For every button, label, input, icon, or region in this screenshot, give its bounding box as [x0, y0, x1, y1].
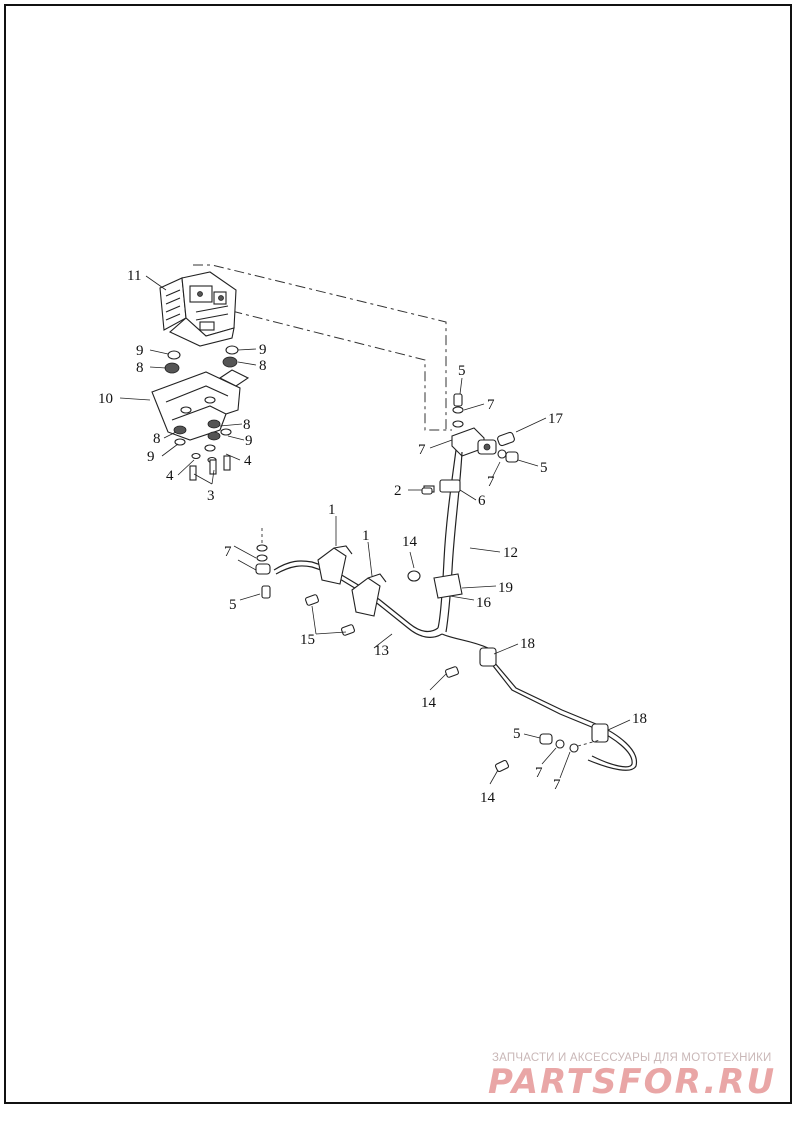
alignment-line-upper	[193, 264, 447, 430]
callout-12: 12	[503, 545, 518, 561]
brake-line-to-rear	[441, 633, 638, 771]
callout-11: 11	[127, 268, 141, 284]
callout-15: 15	[300, 632, 315, 648]
brake-line-12	[437, 449, 463, 633]
abs-mounting-bracket	[151, 369, 250, 441]
callout-19: 19	[498, 580, 513, 596]
callout-16: 16	[476, 595, 492, 611]
callout-10: 10	[98, 391, 113, 407]
line-fitting-18b	[494, 723, 609, 773]
bracket-screws	[189, 452, 231, 481]
callout-14: 14	[421, 695, 437, 711]
callout-13: 13	[374, 643, 389, 659]
callout-7: 7	[418, 442, 426, 458]
callout-7: 7	[553, 777, 561, 793]
callout-18: 18	[520, 636, 535, 652]
watermark-logo: PARTSFOR.RU	[488, 1062, 777, 1102]
callout-14: 14	[402, 534, 418, 550]
line-clip-16-19	[407, 570, 463, 599]
callout-2: 2	[394, 483, 402, 499]
abs-module	[159, 271, 237, 347]
callout-3: 3	[207, 488, 215, 504]
callout-4: 4	[166, 468, 174, 484]
callout-8: 8	[259, 358, 267, 374]
line-fitting-18a	[445, 647, 497, 678]
callout-17: 17	[548, 411, 564, 427]
callout-9: 9	[259, 342, 267, 358]
watermark-caption: ЗАПЧАСТИ И АКСЕССУАРЫ ДЛЯ МОТОТЕХНИКИ	[492, 1052, 772, 1064]
line-clamp-1a	[317, 545, 353, 585]
callout-18: 18	[632, 711, 647, 727]
callout-5: 5	[229, 597, 237, 613]
callout-7: 7	[224, 544, 232, 560]
alignment-line-lower	[211, 305, 452, 431]
callout-7: 7	[487, 397, 495, 413]
leader-lines	[119, 275, 631, 785]
page-border	[4, 4, 792, 1104]
callout-labels: 11 9 8 9 8 10 8 9 8 9 4 4 3 5 7 7 17 5 7…	[98, 268, 647, 806]
callout-7: 7	[487, 474, 495, 490]
callout-6: 6	[478, 493, 486, 509]
left-banjo-fitting	[255, 528, 271, 599]
clamp-screws-15	[305, 487, 433, 636]
callout-1: 1	[362, 528, 370, 544]
callout-8: 8	[153, 431, 161, 447]
callout-4: 4	[244, 453, 252, 469]
callout-5: 5	[513, 726, 521, 742]
callout-9: 9	[245, 433, 253, 449]
callout-9: 9	[147, 449, 155, 465]
callout-9: 9	[136, 343, 144, 359]
callout-7: 7	[535, 765, 543, 781]
callout-8: 8	[136, 360, 144, 376]
callout-5: 5	[458, 363, 466, 379]
callout-1: 1	[328, 502, 336, 518]
callout-14: 14	[480, 790, 496, 806]
line-clamp-1b	[351, 573, 387, 617]
brake-junction-block	[451, 393, 519, 463]
callout-5: 5	[540, 460, 548, 476]
callout-8: 8	[243, 417, 251, 433]
bracket-grommets	[164, 345, 239, 452]
